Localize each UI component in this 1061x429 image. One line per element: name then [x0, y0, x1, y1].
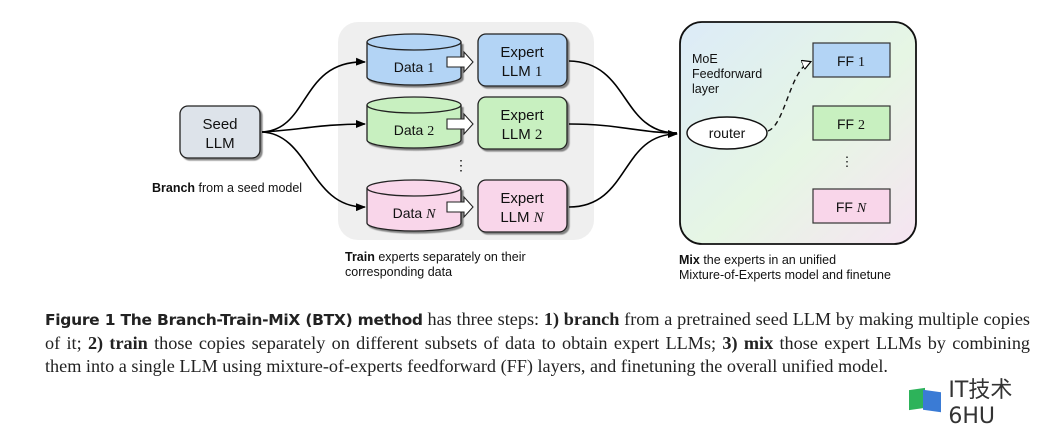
step-1-word: branch [563, 309, 620, 329]
mix-caption-line1: Mix the experts in an unified [679, 253, 836, 267]
figure-caption: Figure 1 The Branch-Train-MiX (BTX) meth… [45, 308, 1030, 378]
branch-arrow-1 [261, 57, 366, 133]
svg-text:Expert: Expert [500, 44, 544, 61]
seed-line1: Seed [202, 116, 237, 133]
ellipsis-ff: ⋮ [841, 154, 854, 169]
svg-text:router: router [709, 125, 746, 141]
expert-llm-1: Expert LLM 1 [477, 33, 568, 87]
caption-text: has three steps: [422, 309, 544, 329]
seed-line2: LLM [205, 135, 234, 152]
branch-arrow-2 [261, 120, 366, 133]
caption-text: those expert LLMs by combining them into… [45, 333, 1031, 376]
svg-text:LLM 1: LLM 1 [502, 63, 543, 80]
step-2-number: 2) [87, 333, 104, 353]
ellipsis-train: ⋮ [454, 157, 468, 173]
data-cylinder-n: Data N [366, 179, 462, 232]
svg-text:Expert: Expert [500, 107, 544, 124]
train-caption-line2: corresponding data [345, 265, 452, 279]
branch-caption: Branch from a seed model [152, 181, 302, 195]
svg-text:FF N: FF N [836, 199, 867, 216]
seed-llm-box: Seed LLM [179, 105, 261, 159]
mix-arrow-1 [568, 60, 678, 134]
data-cylinder-1: Data 1 [366, 33, 462, 86]
moe-label-line2: Feedforward [692, 67, 762, 81]
svg-text:Data 1: Data 1 [394, 59, 434, 76]
block-arrow-2 [446, 112, 474, 136]
router-node: router [686, 116, 768, 150]
moe-label-line1: MoE [692, 52, 718, 66]
expert-llm-n: Expert LLM N [477, 179, 568, 233]
svg-text:LLM 2: LLM 2 [502, 126, 543, 143]
expert-llm-2: Expert LLM 2 [477, 96, 568, 150]
caption-text: those copies separately on different sub… [147, 333, 723, 353]
watermark-logo-icon [909, 387, 942, 413]
watermark-text: IT技术6HU [948, 378, 1013, 429]
btx-diagram: Seed LLM Branch from a seed model Data 1… [152, 21, 917, 282]
watermark: IT技术6HU [905, 372, 1061, 429]
svg-text:FF 2: FF 2 [837, 116, 865, 133]
step-2-word: train [109, 333, 148, 353]
step-1-number: 1) [543, 309, 559, 329]
caption-text: from a pretrained seed LLM by making mul… [45, 309, 1030, 353]
mix-arrow-n [568, 130, 678, 208]
block-arrow-1 [446, 50, 474, 74]
mix-arrow-2 [568, 123, 678, 134]
ff-box-2: FF 2 [812, 105, 891, 141]
train-caption-line1: Train experts separately on their [345, 250, 526, 264]
router-dispatch-arrow [767, 62, 810, 132]
moe-label-line3: layer [692, 82, 719, 96]
svg-text:Data 2: Data 2 [394, 122, 434, 139]
figure-label: Figure 1 The Branch-Train-MiX (BTX) meth… [45, 311, 423, 329]
mix-caption-line2: Mixture-of-Experts model and finetune [679, 268, 891, 282]
svg-text:FF 1: FF 1 [837, 53, 865, 70]
step-3-number: 3) [722, 333, 738, 353]
svg-text:Data N: Data N [393, 205, 436, 222]
svg-text:Expert: Expert [500, 190, 544, 207]
data-cylinder-2: Data 2 [366, 96, 462, 149]
svg-text:LLM N: LLM N [500, 209, 544, 226]
ff-box-1: FF 1 [812, 42, 891, 78]
block-arrow-n [446, 195, 474, 219]
step-3-word: mix [743, 333, 774, 353]
ff-box-n: FF N [812, 188, 891, 224]
branch-arrow-n [261, 131, 366, 212]
